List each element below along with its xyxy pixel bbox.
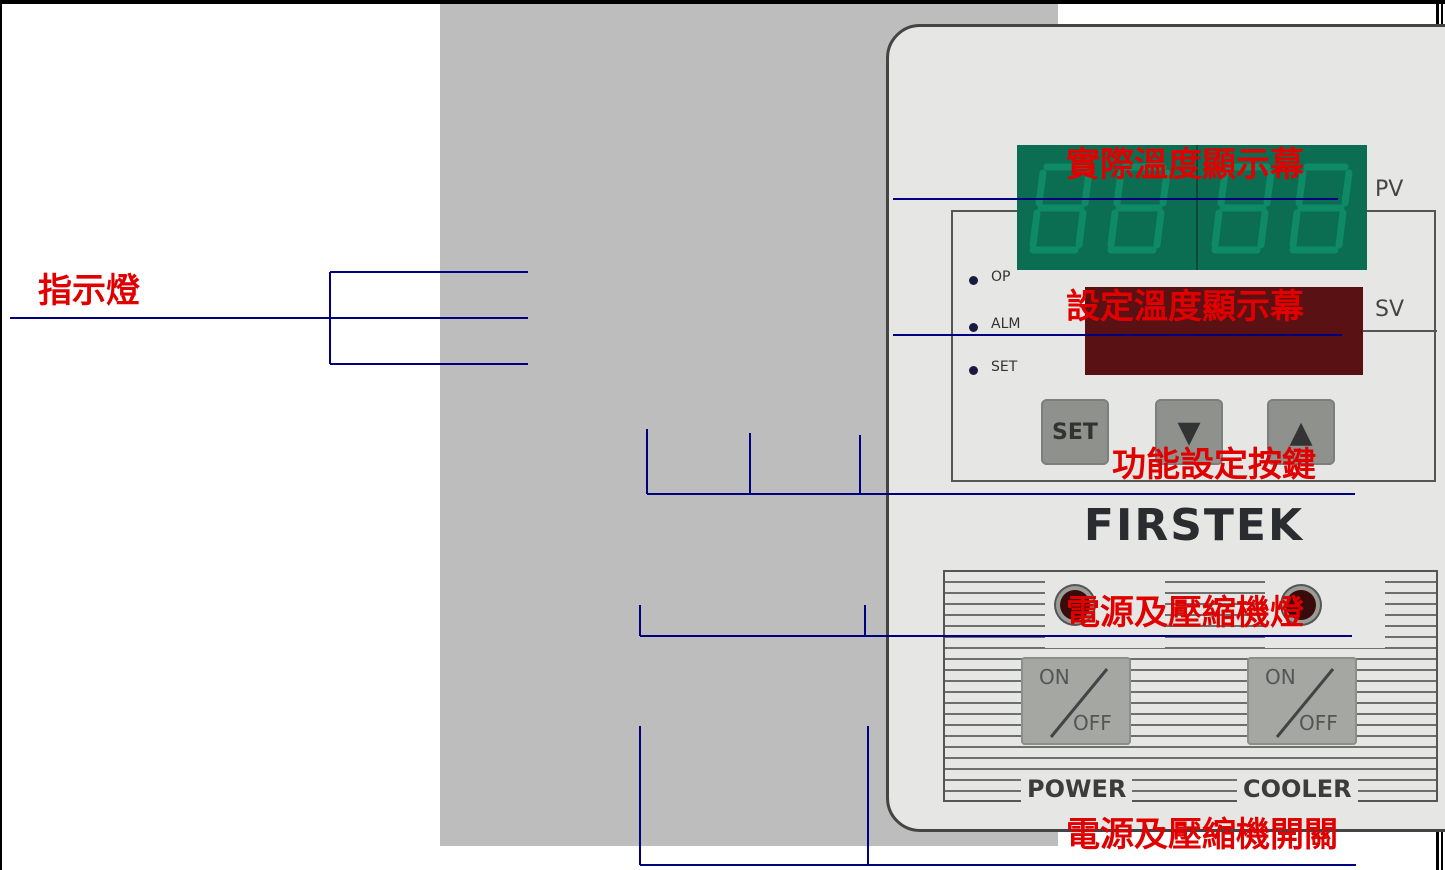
sv-rule — [1363, 330, 1437, 332]
frame-left-border — [0, 0, 2, 870]
sv-display — [1085, 287, 1363, 375]
power-switch-on-label: ON — [1039, 665, 1070, 689]
set-indicator-icon — [969, 366, 978, 375]
controller-photo: PV SV OP ALM SET SET ▼ ▲ FIRSTEK ON OFF … — [440, 4, 1445, 846]
power-cooler-lamps-annotation: 電源及壓縮機燈 — [1066, 593, 1304, 633]
set-key-button[interactable]: SET — [1041, 399, 1109, 465]
power-label: POWER — [1021, 775, 1133, 803]
indicator-lights-annotation: 指示燈 — [38, 271, 140, 311]
cooler-switch-off-label: OFF — [1299, 711, 1338, 735]
up-key-button[interactable]: ▲ — [1267, 399, 1335, 465]
pv-segment-digits — [1029, 163, 1353, 254]
frame-top-border — [0, 0, 1445, 4]
function-keys-annotation: 功能設定按鍵 — [1112, 445, 1316, 485]
switch-slash-icon — [1275, 668, 1335, 738]
cooler-label: COOLER — [1237, 775, 1358, 803]
pv-label: PV — [1375, 177, 1404, 202]
cooler-switch-button[interactable]: ON OFF — [1247, 657, 1357, 745]
sv-display-annotation: 設定溫度顯示幕 — [1066, 287, 1304, 327]
pv-display — [1017, 145, 1367, 270]
down-key-button[interactable]: ▼ — [1155, 399, 1223, 465]
set-indicator-label: SET — [991, 359, 1018, 375]
controller-panel: PV SV OP ALM SET SET ▼ ▲ FIRSTEK ON OFF … — [886, 24, 1445, 832]
power-switch-off-label: OFF — [1073, 711, 1112, 735]
pv-display-divider — [1196, 145, 1198, 270]
sv-label: SV — [1375, 297, 1405, 322]
set-key-label: SET — [1052, 419, 1098, 445]
op-indicator-label: OP — [991, 269, 1011, 285]
up-arrow-icon: ▲ — [1289, 414, 1313, 450]
op-indicator-icon — [969, 276, 978, 285]
power-cooler-switches-annotation: 電源及壓縮機開關 — [1066, 815, 1338, 855]
down-arrow-icon: ▼ — [1177, 414, 1201, 450]
power-lamp-icon — [1060, 590, 1090, 620]
power-switch-button[interactable]: ON OFF — [1021, 657, 1131, 745]
brand-logo: FIRSTEK — [1083, 500, 1305, 551]
cooler-switch-on-label: ON — [1265, 665, 1296, 689]
alm-indicator-label: ALM — [991, 316, 1021, 332]
cooler-lamp-icon — [1286, 590, 1316, 620]
alm-indicator-icon — [969, 323, 978, 332]
switch-slash-icon — [1049, 668, 1109, 738]
pv-display-annotation: 實際溫度顯示幕 — [1066, 145, 1304, 185]
